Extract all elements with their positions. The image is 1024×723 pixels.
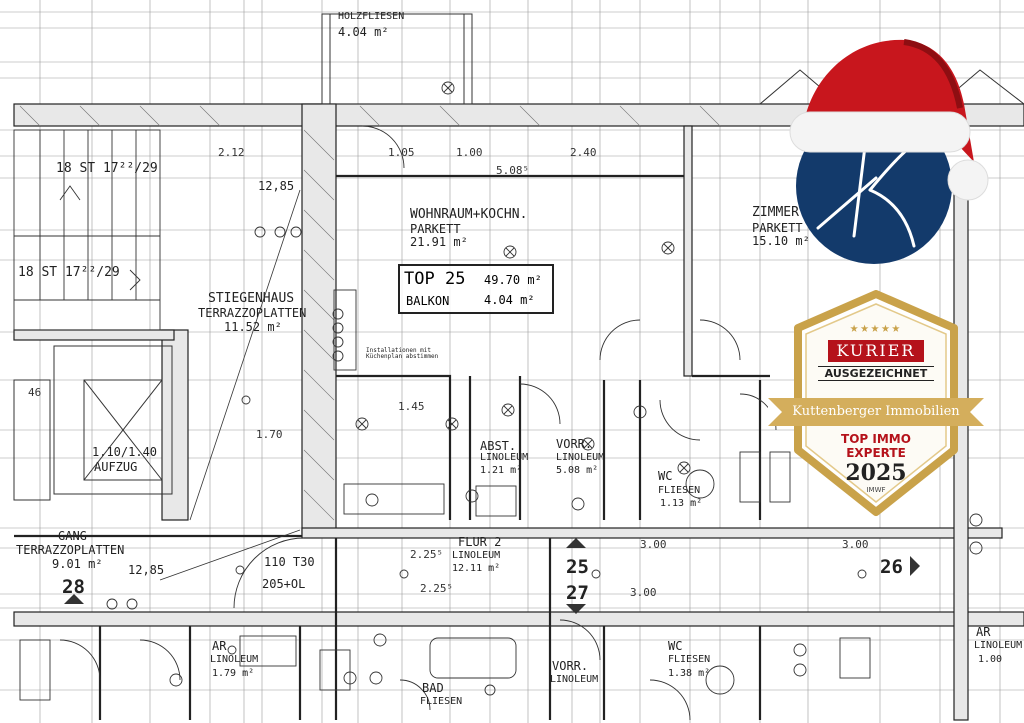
dim-label: 2.25⁵ [410, 548, 444, 561]
room-name-vorr-lower: VORR. [552, 659, 589, 673]
room-area-wc-lower: 1.38 m² [668, 668, 711, 679]
unit-number: 25 [444, 269, 466, 289]
room-floor-vorr-lower: LINOLEUM [550, 674, 599, 685]
elevator-label: AUFZUG [94, 460, 138, 474]
neighbor-number-28: 28 [62, 576, 85, 598]
balcony-floor-area: 4.04 m² [338, 25, 389, 39]
stair-label-lower: 18 ST 17²²/29 [18, 265, 120, 280]
room-name-ar-left: AR [212, 639, 227, 653]
room-name-bad: BAD [422, 681, 444, 695]
dim-label: 3.00 [640, 538, 667, 551]
room-name-wc-lower: WC [668, 639, 683, 653]
level-mark-upper: 12,85 [258, 179, 295, 193]
badge-line1: AUSGEZEICHNET [818, 366, 934, 381]
dim-label: 2.12 [218, 146, 245, 159]
balcony-floor-label: HOLZFLIESEN [338, 11, 405, 22]
room-area-wc: 1.13 m² [660, 498, 703, 509]
dim-label: 1.70 [256, 428, 283, 441]
dim-label: 2.25⁵ [420, 582, 454, 595]
level-mark-lower: 12,85 [128, 563, 165, 577]
dim-label: 2.40 [570, 146, 597, 159]
award-badge: ★★★★★ KURIER AUSGEZEICHNET Kuttenberger … [768, 290, 984, 518]
santa-hat-icon [789, 39, 989, 201]
room-area-ar-left: 1.79 m² [212, 668, 255, 679]
room-floor-abst: LINOLEUM [480, 452, 529, 463]
room-floor-wc-lower: FLIESEN [668, 654, 711, 665]
room-floor-flur: LINOLEUM [452, 550, 501, 561]
installation-note: Installationen mit Küchenplan abstimmen [366, 347, 439, 360]
badge-ribbon: Kuttenberger Immobilien [792, 404, 960, 419]
room-floor-wc: FLIESEN [658, 485, 701, 496]
room-name-vorr: VORR. [556, 437, 593, 451]
room-name-gang: GANG [58, 529, 87, 543]
room-name-stiegenhaus: STIEGENHAUS [208, 291, 295, 306]
room-name-abst: ABST. [480, 439, 517, 453]
badge-brand: KURIER [828, 340, 924, 362]
dim-label: 3.00 [630, 586, 657, 599]
door-size: 205+OL [262, 577, 306, 591]
neighbor-number-27: 27 [566, 582, 589, 604]
room-floor-vorr: LINOLEUM [556, 452, 605, 463]
room-floor-ar-right: LINOLEUM [974, 640, 1023, 651]
badge-title2: EXPERTE [846, 446, 906, 460]
balcony-area: 4.04 m² [484, 293, 535, 307]
dim-label: 3.00 [842, 538, 869, 551]
room-floor-wohnraum: PARKETT [410, 222, 461, 236]
room-area-gang: 9.01 m² [52, 557, 103, 571]
room-floor-stiegenhaus: TERRAZZOPLATTEN [198, 306, 307, 320]
unit-top-label: TOP [404, 269, 435, 289]
badge-year: 2025 [845, 460, 907, 486]
dim-label: 1.00 [456, 146, 483, 159]
neighbor-number-26: 26 [880, 556, 903, 578]
stair-label-upper: 18 ST 17²²/29 [56, 161, 158, 176]
room-name-wohnraum: WOHNRAUM+KOCHN. [410, 207, 528, 222]
room-area-vorr: 5.08 m² [556, 465, 599, 476]
dim-label: 46 [28, 386, 42, 399]
badge-stars: ★★★★★ [849, 320, 903, 336]
unit-summary-box: TOP 25 49.70 m² BALKON 4.04 m² [398, 264, 554, 314]
dim-label: 1.05 [388, 146, 415, 159]
dim-label: 5.08⁵ [496, 164, 530, 177]
room-name-flur: FLUR 2 [458, 535, 502, 549]
room-floor-gang: TERRAZZOPLATTEN [16, 543, 125, 557]
neighbor-number-25: 25 [566, 556, 589, 578]
room-area-wohnraum: 21.91 m² [410, 235, 468, 249]
room-floor-zimmer: PARKETT [752, 221, 803, 235]
dim-label: 1.45 [398, 400, 425, 413]
door-code: 110 T30 [264, 555, 315, 569]
room-area-ar-right: 1.00 [978, 654, 1003, 665]
room-area-flur: 12.11 m² [452, 563, 501, 574]
room-area-abst: 1.21 m² [480, 465, 523, 476]
room-name-ar-right: AR [976, 625, 991, 639]
room-area-zimmer: 15.10 m² [752, 234, 810, 248]
room-floor-ar-left: LINOLEUM [210, 654, 259, 665]
unit-area: 49.70 m² [484, 273, 542, 287]
room-name-zimmer: ZIMMER [752, 205, 799, 220]
badge-title1: TOP IMMO [841, 432, 911, 446]
room-area-stiegenhaus: 11.52 m² [224, 320, 282, 334]
elevator-size: 1.10/1.40 [92, 445, 158, 459]
balcony-label: BALKON [406, 294, 450, 308]
room-floor-bad: FLIESEN [420, 696, 463, 707]
badge-footer: IMWF [866, 486, 886, 494]
room-name-wc: WC [658, 469, 673, 483]
